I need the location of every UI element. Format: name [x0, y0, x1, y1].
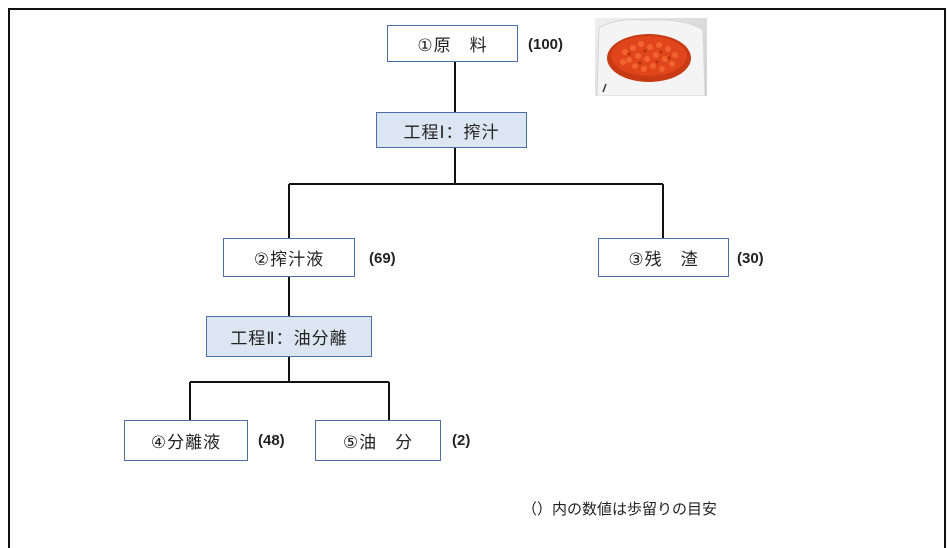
yield-separated-liquid: (48) — [258, 432, 285, 449]
berries-icon — [596, 19, 706, 96]
diagram-frame — [8, 8, 946, 548]
node-juice: ②搾汁液 — [223, 238, 355, 277]
yield-raw-material: (100) — [528, 36, 564, 53]
yield-oil: (2) — [452, 432, 471, 449]
node-separated-liquid: ④分離液 — [124, 420, 248, 461]
yield-juice: (69) — [369, 250, 396, 267]
node-process-2-oil-separation: 工程Ⅱ：油分離 — [206, 316, 372, 357]
yield-residue: (30) — [737, 250, 764, 267]
node-process-1-juicing: 工程Ⅰ：搾汁 — [376, 112, 527, 148]
node-raw-material: ①原 料 — [387, 25, 518, 62]
sea-buckthorn-berries-photo — [595, 18, 707, 96]
node-oil: ⑤油 分 — [315, 420, 441, 461]
yield-note: （）内の数値は歩留りの目安 — [522, 500, 718, 518]
node-residue: ③残 渣 — [598, 238, 729, 277]
